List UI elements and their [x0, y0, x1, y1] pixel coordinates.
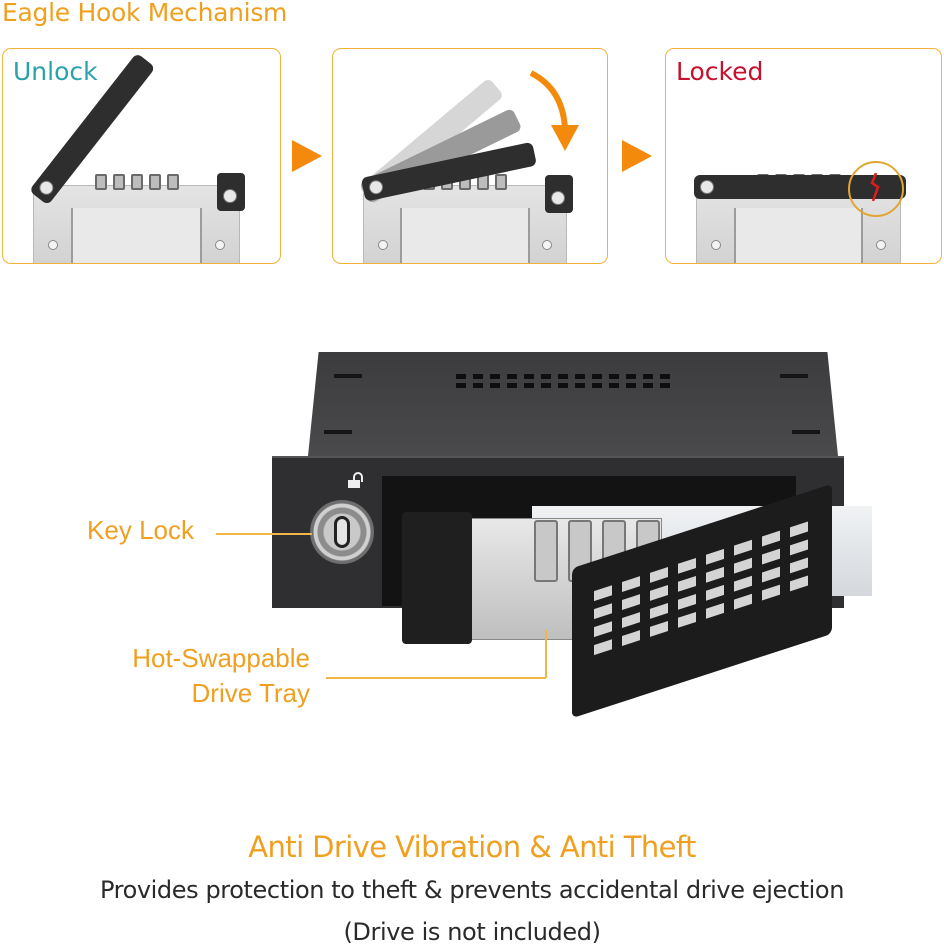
callout-drive-tray-line1: Hot-Swappable	[132, 643, 310, 673]
key-lock-cylinder	[310, 500, 374, 564]
feature-title: Anti Drive Vibration & Anti Theft	[248, 830, 696, 864]
drive-enclosure-illustration	[272, 352, 872, 719]
callout-key-lock: Key Lock	[87, 515, 194, 545]
lock-highlight-circle	[848, 161, 904, 217]
ventilation-grille	[456, 374, 670, 388]
feature-description: Provides protection to theft & prevents …	[99, 876, 845, 904]
tray-illustration	[363, 174, 567, 263]
callout-line-drive-tray	[326, 677, 546, 679]
step-panel-closing	[332, 48, 608, 264]
hook-catch	[217, 173, 245, 211]
step-label-locked: Locked	[676, 57, 764, 86]
callout-line-key-lock	[216, 533, 312, 535]
hook-catch	[545, 175, 573, 213]
step-panel-unlock: Unlock	[2, 48, 281, 264]
step-panel-locked: Locked	[665, 48, 942, 264]
step-label-unlock: Unlock	[13, 57, 98, 86]
callout-line-drive-tray-vertical	[545, 630, 547, 678]
section-title: Eagle Hook Mechanism	[2, 0, 288, 27]
tray-illustration	[33, 174, 240, 263]
feature-note: (Drive is not included)	[343, 918, 601, 946]
triangle-right-icon	[292, 140, 322, 172]
lock-engaged-mark-icon	[870, 173, 880, 201]
triangle-right-icon	[622, 140, 652, 172]
curved-arrow-down-icon	[529, 70, 579, 151]
callout-drive-tray-line2: Drive Tray	[191, 678, 310, 708]
enclosure-top	[308, 352, 838, 456]
unlocked-padlock-icon	[348, 472, 363, 488]
tray-latch	[402, 512, 472, 644]
